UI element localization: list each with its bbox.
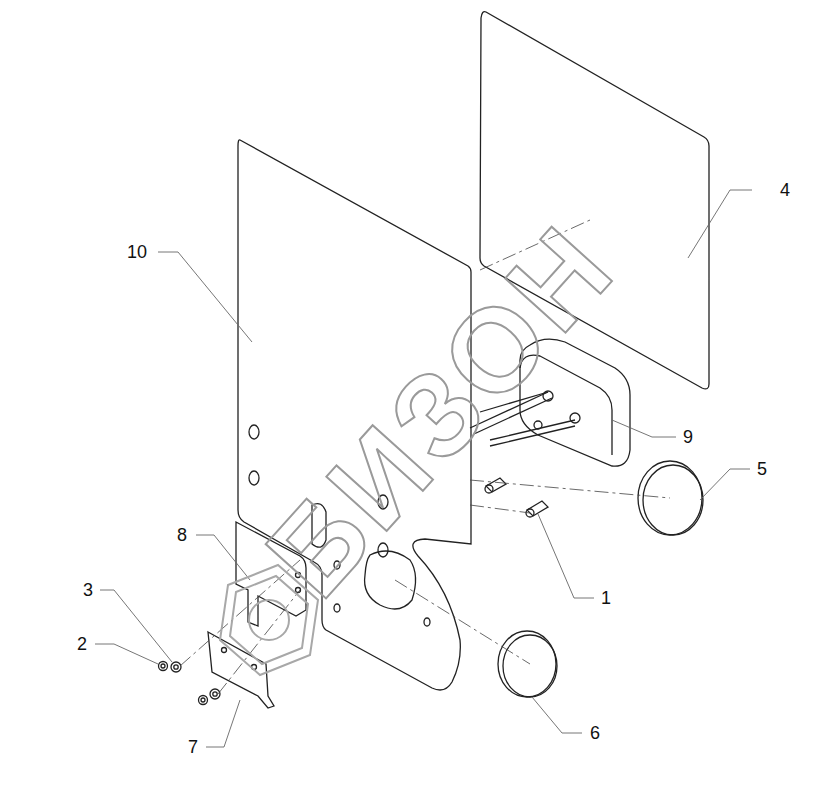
callout-number: 1 bbox=[601, 589, 611, 607]
cap bbox=[498, 631, 556, 697]
callout-number: 8 bbox=[177, 526, 187, 544]
callout-number: 9 bbox=[683, 428, 693, 446]
callout-number: 5 bbox=[757, 460, 767, 478]
bracket bbox=[208, 632, 274, 708]
callout-number: 4 bbox=[780, 181, 790, 199]
callout-number: 3 bbox=[83, 581, 93, 599]
callout-number: 6 bbox=[590, 724, 600, 742]
callout-number: 2 bbox=[77, 635, 87, 653]
callout-number: 7 bbox=[188, 738, 198, 756]
watermark: БИЗОН bbox=[246, 204, 634, 617]
callout-number: 10 bbox=[127, 243, 147, 261]
